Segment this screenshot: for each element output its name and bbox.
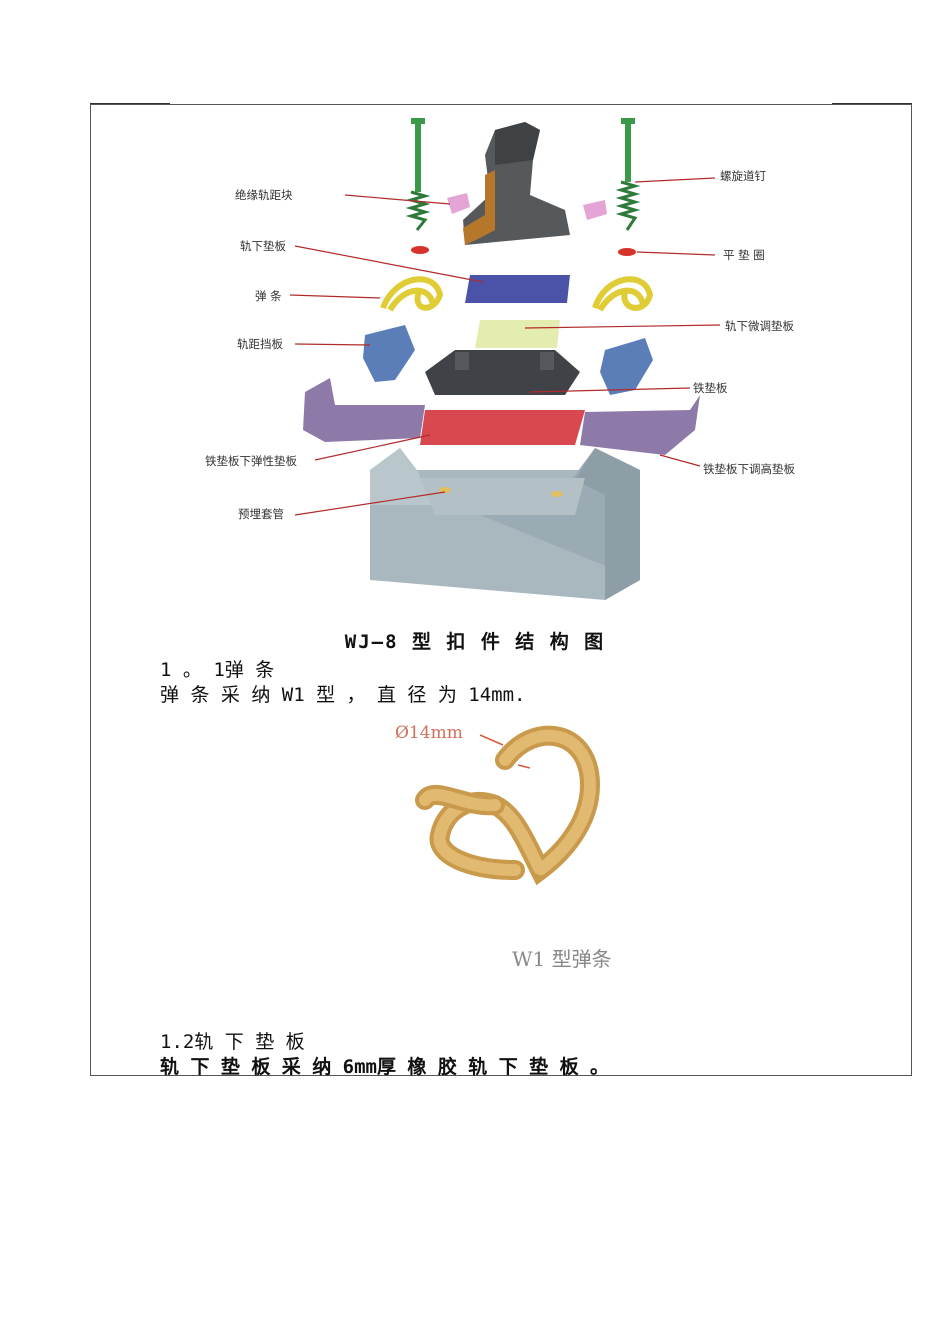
rail-pad	[465, 275, 570, 303]
insulated-block-right	[583, 200, 607, 220]
label-gauge-block: 轨距挡板	[237, 337, 283, 351]
w1-spring-clip-image: Ø14mm W1 型弹条	[375, 710, 675, 1000]
clip-left	[383, 279, 440, 310]
label-rail-pad: 轨下垫板	[240, 239, 286, 253]
label-iron-base-plate: 铁垫板	[693, 381, 728, 395]
wj8-exploded-diagram: 绝缘轨距块 轨下垫板 弹 条 轨距挡板 铁垫板下弹性垫板 预埋套管 螺旋道钉 平…	[195, 110, 825, 610]
concrete-sleeper	[370, 448, 640, 600]
iron-base-plate	[425, 350, 580, 395]
label-embedded-sleeve: 预埋套管	[238, 507, 284, 521]
label-flat-washer: 平 垫 圈	[723, 248, 765, 262]
clip-right	[595, 279, 650, 310]
figure-caption: WJ—8 型 扣 件 结 构 图	[0, 627, 950, 654]
label-iron-pad-height: 铁垫板下调高垫板	[703, 462, 795, 476]
rail	[463, 122, 570, 245]
spring-diameter-label: Ø14mm	[395, 723, 463, 743]
insulated-block-left	[447, 193, 470, 214]
iron-pad-height-right	[580, 395, 700, 455]
label-screw-spike: 螺旋道钉	[720, 169, 766, 183]
flat-washer-left	[411, 246, 429, 254]
gauge-block-left	[363, 325, 415, 382]
section2-heading: 1.2轨 下 垫 板	[160, 1027, 305, 1054]
label-clip: 弹 条	[255, 289, 282, 303]
label-insulated-block: 绝缘轨距块	[235, 188, 293, 202]
gauge-block-right	[600, 338, 653, 395]
screw-spike-right	[621, 118, 635, 230]
section1-heading: 1 。 1弹 条	[160, 655, 274, 682]
fine-adjust-pad	[475, 320, 560, 348]
label-iron-pad-elastic: 铁垫板下弹性垫板	[205, 454, 297, 468]
screw-spike-left	[411, 118, 425, 230]
flat-washer-right	[618, 248, 636, 256]
iron-pad-elastic	[420, 410, 585, 445]
section2-body: 轨 下 垫 板 采 纳 6mm厚 橡 胶 轨 下 垫 板 。	[160, 1052, 609, 1079]
section1-body: 弹 条 采 纳 W1 型 ， 直 径 为 14mm.	[160, 680, 525, 707]
iron-pad-height-left	[303, 378, 425, 442]
dimension-arrow	[480, 735, 503, 745]
spring-name-label: W1 型弹条	[512, 947, 612, 971]
label-fine-adjust-pad: 轨下微调垫板	[725, 319, 794, 333]
